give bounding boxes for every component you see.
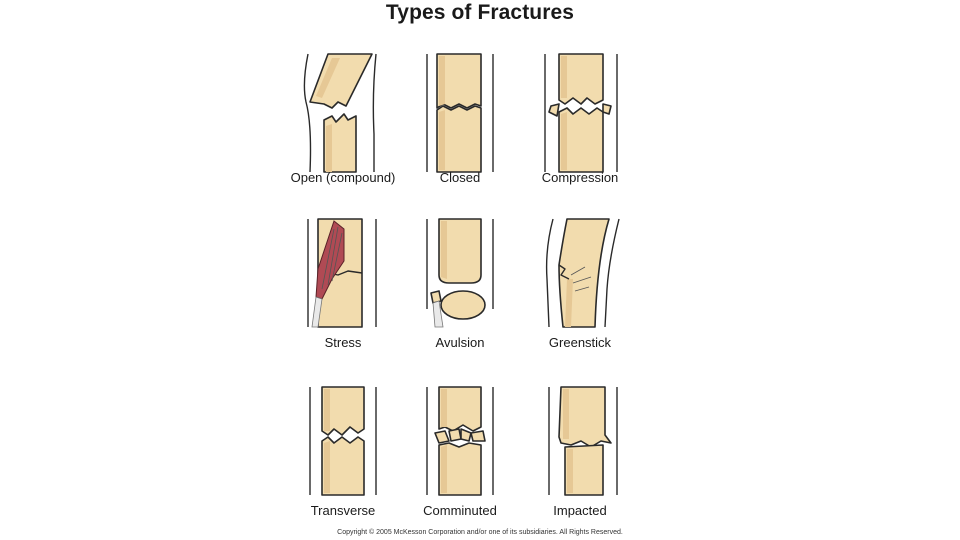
fracture-label: Impacted [505,503,655,518]
fracture-label: Compression [505,170,655,185]
compression-bone-illustration [525,54,635,172]
stress-bone-illustration [288,219,398,337]
impacted-bone-illustration [525,387,635,505]
greenstick-bone-illustration [525,219,635,337]
transverse-bone-illustration [288,387,398,505]
fracture-comminuted: Comminuted [405,387,515,527]
avulsion-bone-illustration [405,219,515,337]
fracture-stress: Stress [288,219,398,359]
copyright-notice: Copyright © 2005 McKesson Corporation an… [0,529,960,536]
fracture-avulsion: Avulsion [405,219,515,359]
fracture-impacted: Impacted [525,387,635,527]
fracture-open-compound: Open (compound) [288,54,398,194]
fracture-compression: Compression [525,54,635,194]
open-compound-bone-illustration [288,54,398,172]
fracture-label: Greenstick [505,335,655,350]
closed-bone-illustration [405,54,515,172]
fracture-closed: Closed [405,54,515,194]
diagram-title: Types of Fractures [0,1,960,25]
fracture-greenstick: Greenstick [525,219,635,359]
fracture-transverse: Transverse [288,387,398,527]
comminuted-bone-illustration [405,387,515,505]
